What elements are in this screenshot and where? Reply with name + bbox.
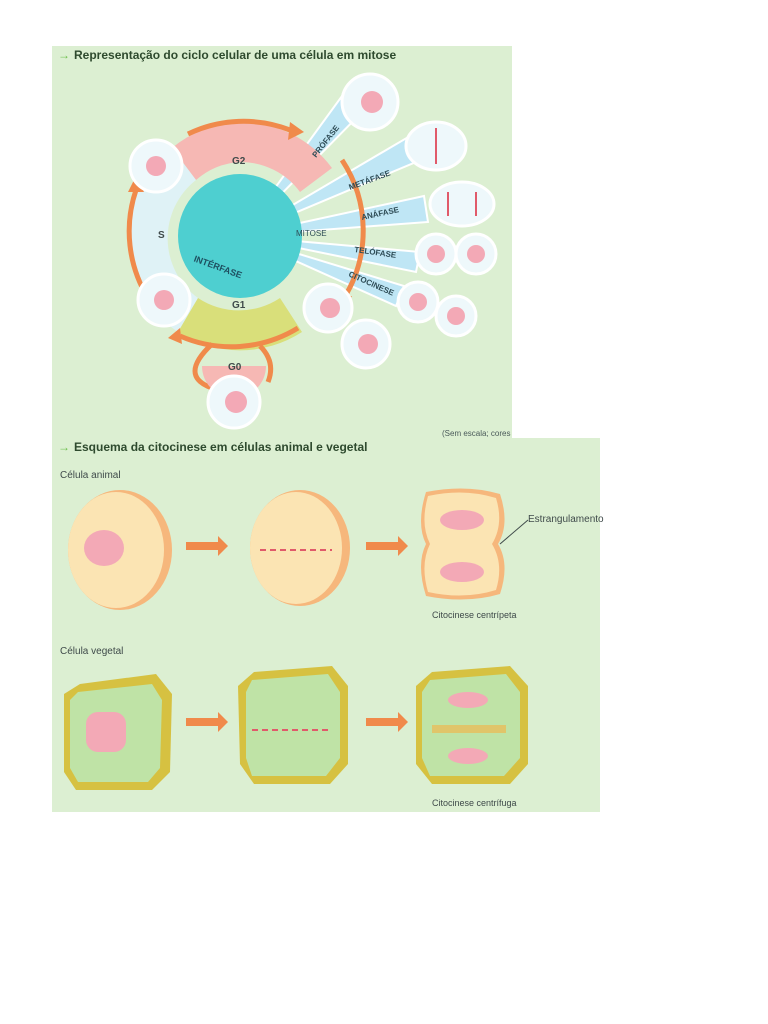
- cell-daughter-2: [340, 318, 392, 370]
- g1-ring: [178, 298, 302, 351]
- label-g1: G1: [232, 300, 246, 311]
- centripetal-label: Citocinese centrípeta: [432, 610, 517, 620]
- centrifugal-label: Citocinese centrífuga: [432, 798, 517, 808]
- constriction-pointer: [499, 519, 529, 545]
- animal-cell-2: [250, 490, 350, 606]
- arrowhead-1: [288, 122, 304, 140]
- title-arrow-icon: →: [58, 440, 70, 454]
- g2-ring-b: [172, 122, 240, 180]
- cytokinesis-title: → Esquema da citocinese em células animal…: [58, 440, 367, 454]
- interfase-core: [178, 174, 302, 298]
- cytokinesis-diagram: [64, 488, 529, 790]
- cycle-arrow-top: [186, 118, 291, 137]
- animal-cell-3: [421, 488, 529, 600]
- cell-cycle-panel: → Representação do ciclo celular de uma c…: [52, 46, 512, 438]
- plant-cell-1: [64, 674, 172, 790]
- cell-g2: [128, 138, 184, 194]
- label-s: S: [158, 230, 165, 241]
- g0-arrow-in: [258, 344, 274, 383]
- label-g2: G2: [232, 156, 246, 167]
- label-mitose: MITOSE: [296, 229, 327, 238]
- g2-ring-a: [240, 121, 332, 192]
- cell-cytokinesis: [396, 280, 478, 338]
- cytokinesis-title-text: Esquema da citocinese em células animal …: [74, 440, 368, 454]
- cell-cycle-diagram: G2 S G1 G0 INTÉRFASE MITOSE PRÓFASE METÁ…: [126, 72, 510, 438]
- cell-g0: [206, 374, 262, 430]
- cell-anaphase: [428, 180, 496, 228]
- cell-cycle-title: → Representação do ciclo celular de uma c…: [58, 48, 396, 62]
- arrow-animal-1: [186, 536, 228, 556]
- scale-note: (Sem escala; cores: [442, 429, 510, 438]
- cycle-arrow-right: [339, 158, 366, 300]
- cell-daughter-1: [302, 282, 354, 334]
- cell-cycle-title-text: Representação do ciclo celular de uma cé…: [74, 48, 397, 62]
- animal-cell-1: [68, 490, 172, 610]
- arrow-plant-1: [186, 712, 228, 732]
- process-arrows: [186, 536, 408, 732]
- cell-telophase: [414, 232, 498, 276]
- arrow-plant-2: [366, 712, 408, 732]
- label-g0: G0: [228, 362, 242, 373]
- cell-metaphase: [404, 120, 468, 172]
- arrow-animal-2: [366, 536, 408, 556]
- cytokinesis-panel: → Esquema da citocinese em células animal…: [52, 438, 604, 812]
- cycle-arrow-bottom: [178, 325, 300, 350]
- cell-prophase: [340, 72, 400, 132]
- plant-cell-3: [416, 666, 528, 784]
- animal-cell-label: Célula animal: [60, 470, 121, 481]
- title-arrow-icon: →: [58, 48, 70, 62]
- plant-cell-label: Célula vegetal: [60, 646, 124, 657]
- plant-cell-2: [238, 666, 348, 784]
- arrowhead-4: [168, 328, 182, 344]
- constriction-label: Estrangulamento: [528, 514, 604, 525]
- cell-g1: [136, 272, 192, 328]
